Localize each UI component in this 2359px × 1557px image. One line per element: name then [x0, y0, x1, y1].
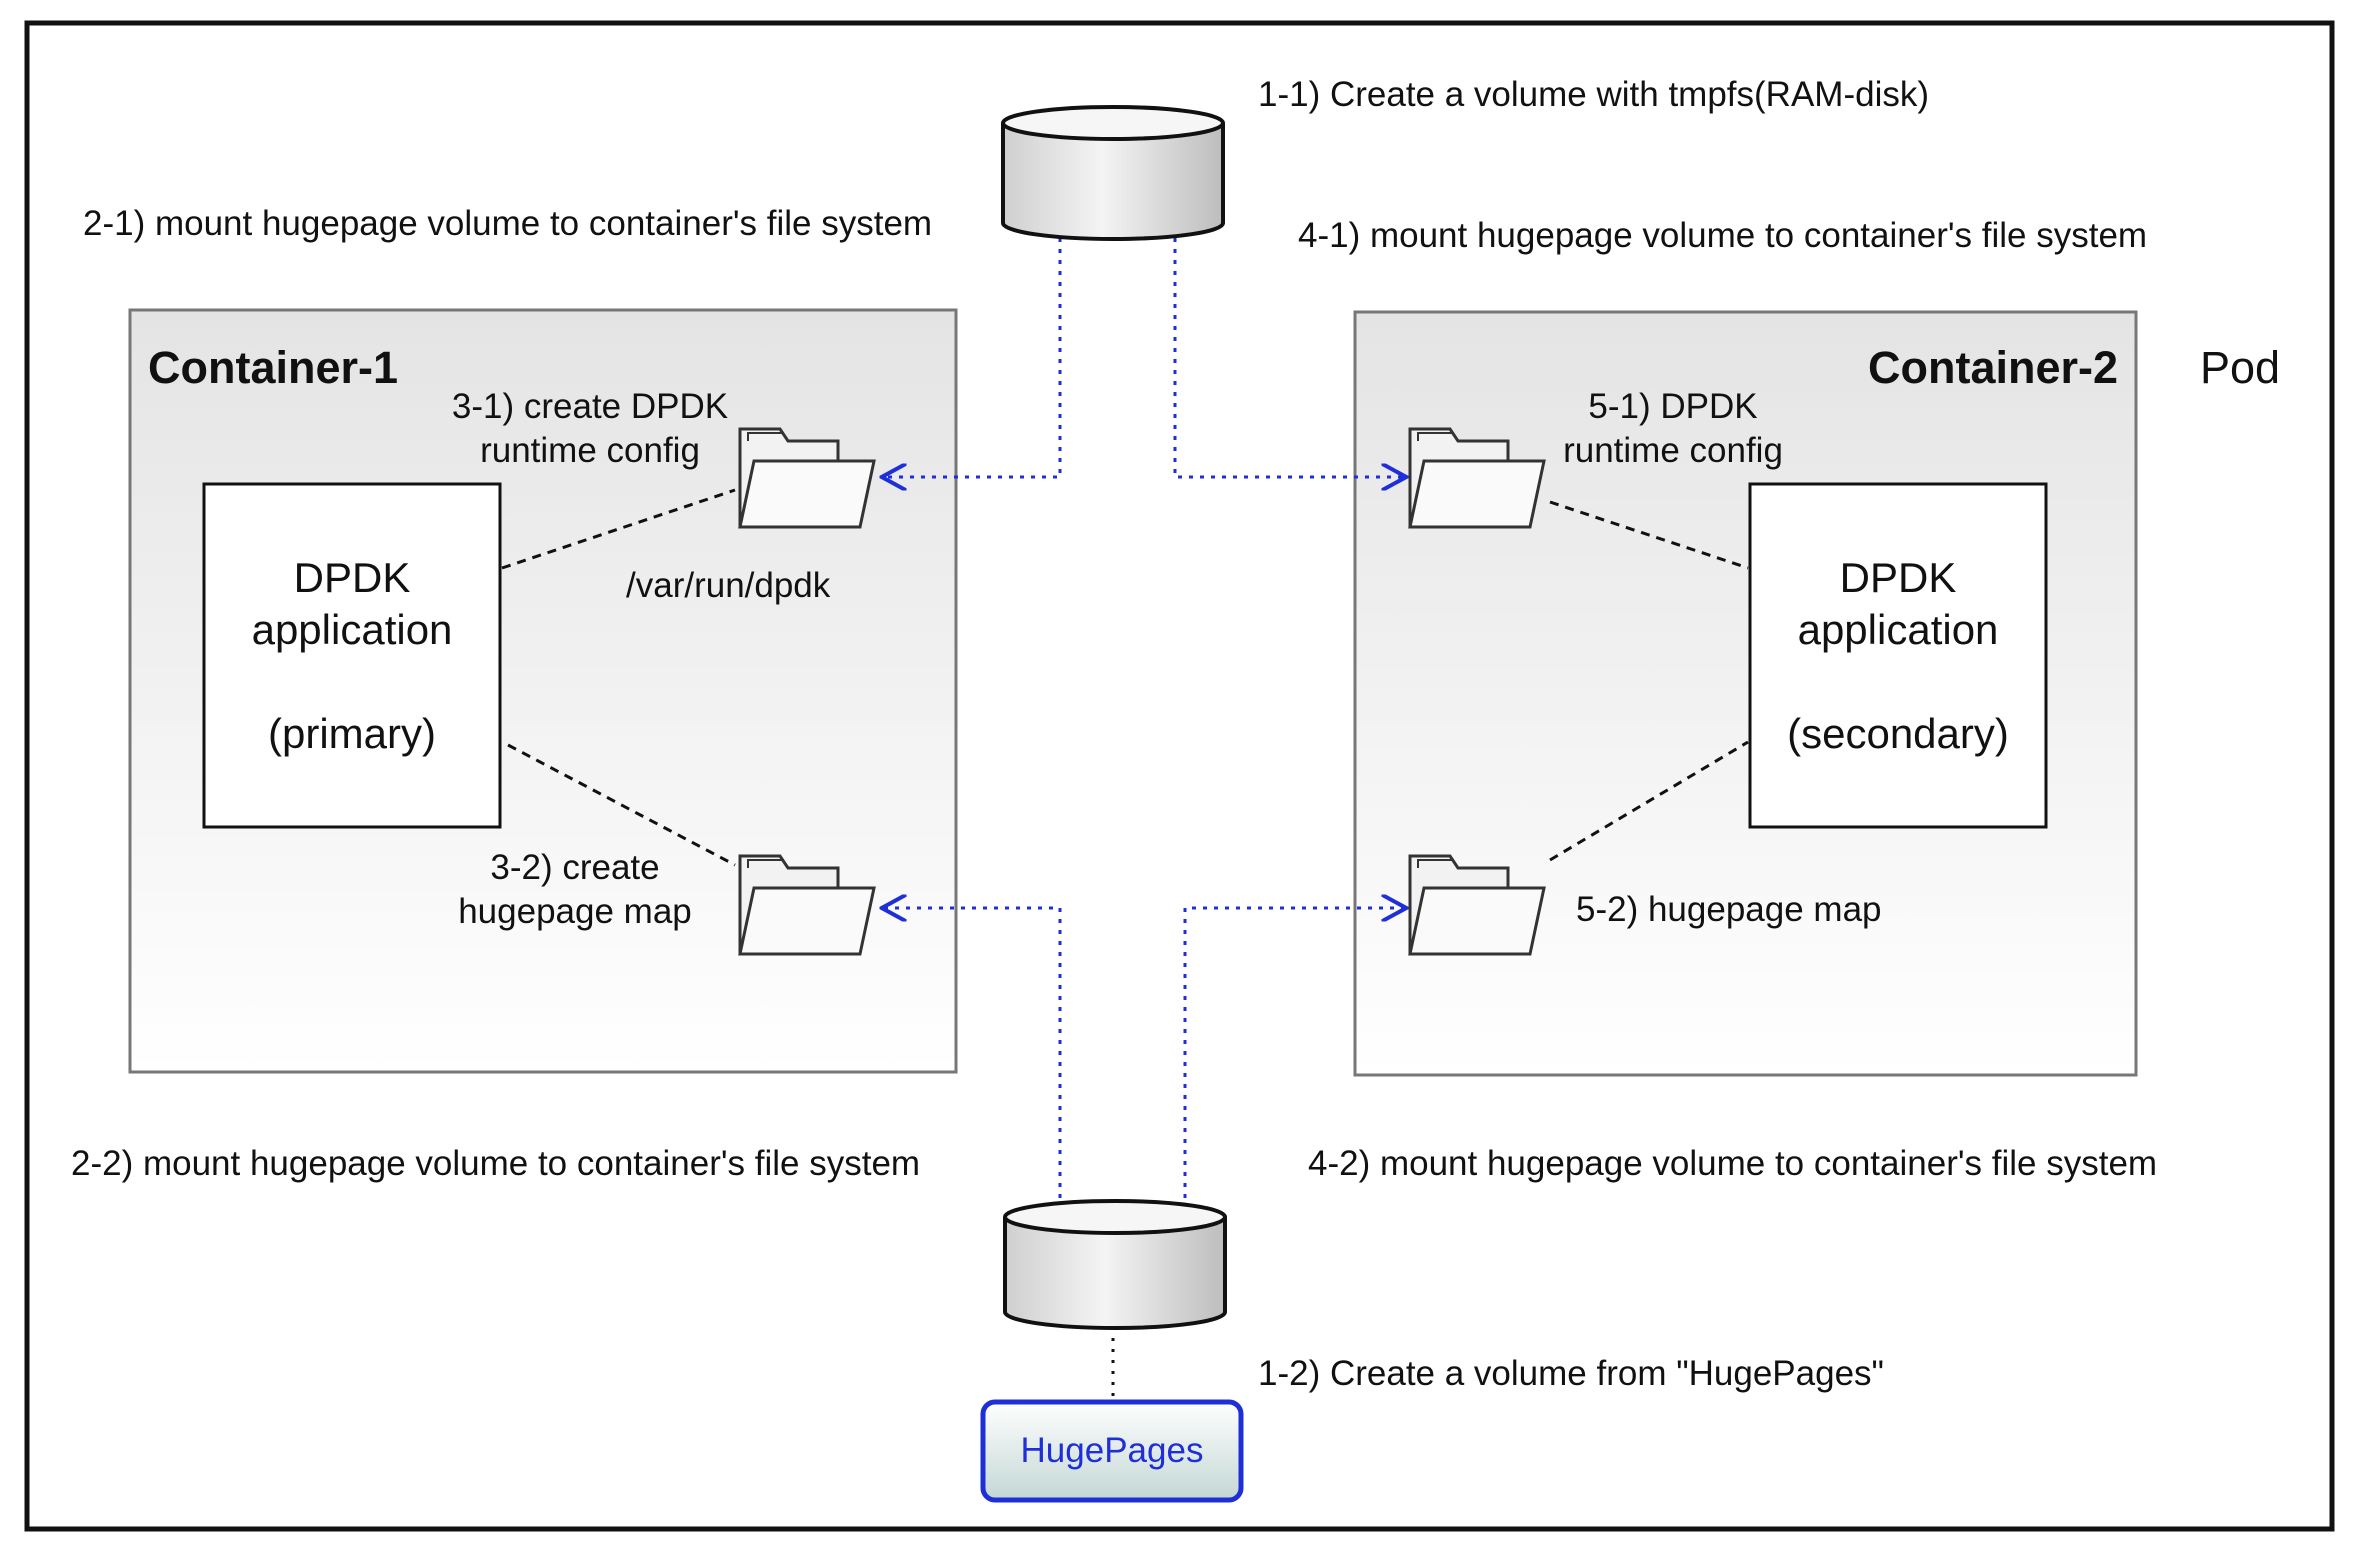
mount-link-2-1 [884, 238, 1062, 477]
step-3-1-line2: runtime config [480, 431, 700, 470]
step-5-1-line1: 5-1) DPDK [1588, 387, 1758, 426]
folder-icon [1408, 854, 1546, 956]
step-3-2-line1: 3-2) create [490, 848, 660, 887]
step-3-1-label: 3-1) create DPDK runtime config [430, 385, 750, 473]
assoc-secondary-runtime [1549, 500, 1749, 570]
folder-icon [738, 854, 876, 956]
step-5-1-line2: runtime config [1563, 431, 1783, 470]
step-2-1-label: 2-1) mount hugepage volume to container'… [83, 204, 933, 243]
pod-label: Pod [2200, 342, 2281, 393]
app-secondary-box [1748, 482, 2048, 829]
app-primary-role: (primary) [268, 710, 436, 757]
step-3-1-line1: 3-1) create DPDK [451, 387, 729, 426]
step-1-1-label: 1-1) Create a volume with tmpfs(RAM-disk… [1258, 75, 1929, 114]
step-4-2-label: 4-2) mount hugepage volume to container'… [1308, 1144, 2158, 1183]
assoc-primary-runtime [501, 488, 736, 570]
hugepages-label: HugePages [1020, 1431, 1204, 1470]
step-1-2-label: 1-2) Create a volume from "HugePages" [1258, 1354, 1884, 1393]
app-primary-line1: DPDK [293, 554, 411, 601]
app-primary-box [202, 482, 502, 829]
folder-icon [1408, 427, 1546, 529]
runtime-path-label: /var/run/dpdk [626, 566, 831, 605]
assoc-primary-hugemap [507, 743, 736, 867]
step-3-2-label: 3-2) create hugepage map [430, 846, 720, 934]
step-2-2-label: 2-2) mount hugepage volume to container'… [71, 1144, 921, 1183]
mount-link-4-2 [1183, 908, 1404, 1198]
app-secondary-line2: application [1797, 606, 1999, 653]
step-4-1-label: 4-1) mount hugepage volume to container'… [1298, 216, 2148, 255]
container-1-title: Container-1 [148, 342, 399, 393]
database-icon [1003, 1199, 1227, 1330]
step-3-2-line2: hugepage map [458, 892, 692, 931]
folder-icon [738, 427, 876, 529]
app-secondary-line1: DPDK [1839, 554, 1957, 601]
app-primary-line2: application [251, 606, 453, 653]
container-2-title: Container-2 [1868, 342, 2119, 393]
app-secondary-role: (secondary) [1787, 710, 2009, 757]
mount-link-2-2 [884, 908, 1062, 1198]
app-primary-text: DPDK application (primary) [204, 552, 500, 760]
step-5-2-label: 5-2) hugepage map [1576, 890, 1882, 929]
hugepages-node [980, 1399, 1244, 1503]
database-icon [1001, 105, 1225, 241]
mount-link-4-1 [1173, 238, 1404, 477]
step-5-1-label: 5-1) DPDK runtime config [1548, 385, 1798, 473]
assoc-secondary-hugemap [1549, 740, 1749, 862]
app-secondary-text: DPDK application (secondary) [1750, 552, 2046, 760]
